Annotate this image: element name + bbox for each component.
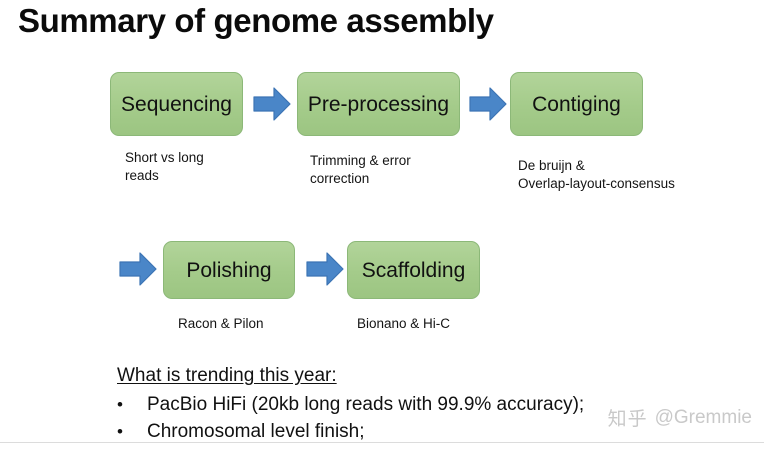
flow-step-caption: Bionano & Hi-C <box>357 316 451 331</box>
flow-step-label: Contiging <box>532 92 621 116</box>
flow-step-caption: Trimming & error correction <box>310 153 411 187</box>
watermark-handle: @Gremmie <box>654 406 752 428</box>
flow-step-label: Sequencing <box>121 92 232 116</box>
trending-heading: What is trending this year: <box>117 365 337 386</box>
flow-step-contiging[interactable]: Contiging <box>510 72 643 136</box>
list-item: • PacBio HiFi (20kb long reads with 99.9… <box>117 394 584 416</box>
arrow-right-icon <box>252 86 292 122</box>
flow-step-caption: De bruijn & Overlap-layout-consensus <box>518 158 675 192</box>
flow-step-sequencing[interactable]: Sequencing <box>110 72 243 136</box>
list-item: • Chromosomal level finish; <box>117 421 365 443</box>
page-title: Summary of genome assembly <box>18 2 494 39</box>
flow-step-polishing[interactable]: Polishing <box>163 241 295 299</box>
flow-step-scaffolding[interactable]: Scaffolding <box>347 241 480 299</box>
arrow-right-icon <box>468 86 508 122</box>
arrow-right-icon <box>118 251 158 287</box>
footer-divider <box>0 442 764 443</box>
flow-step-caption: Short vs long reads <box>125 150 204 184</box>
flow-step-pre-processing[interactable]: Pre-processing <box>297 72 460 136</box>
flow-step-caption: Racon & Pilon <box>178 316 264 331</box>
bullet-icon: • <box>117 422 123 441</box>
flow-step-label: Pre-processing <box>307 92 450 116</box>
flow-step-label: Scaffolding <box>361 258 466 282</box>
zhihu-logo-icon: 知乎 <box>607 408 648 430</box>
bullet-icon: • <box>117 395 123 414</box>
list-item-text: Chromosomal level finish; <box>147 421 365 442</box>
arrow-right-icon <box>305 251 345 287</box>
flow-step-label: Polishing <box>186 258 272 282</box>
footer-strip <box>0 443 764 450</box>
watermark: 知乎 @Gremmie <box>608 404 752 431</box>
list-item-text: PacBio HiFi (20kb long reads with 99.9% … <box>147 394 585 415</box>
